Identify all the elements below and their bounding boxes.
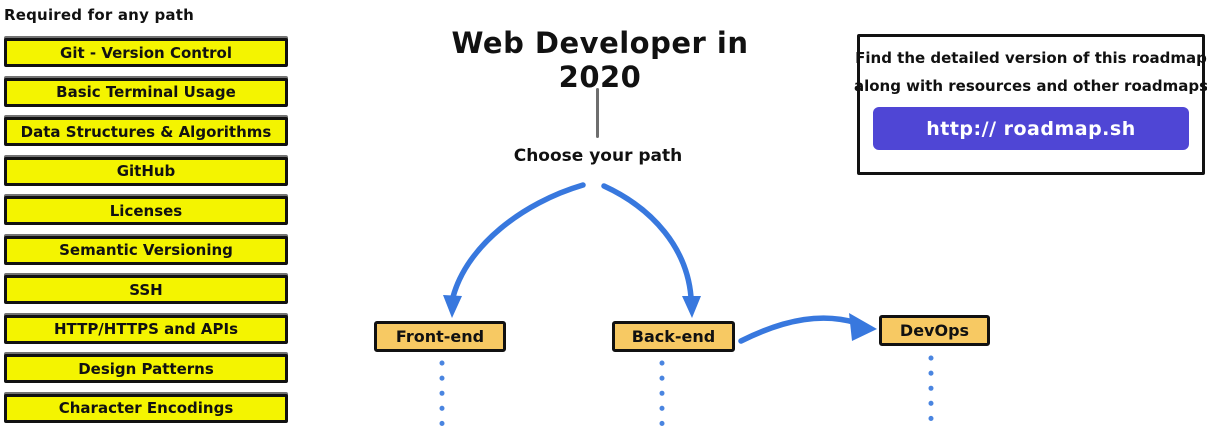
node-back-end[interactable]: Back-end <box>612 321 735 352</box>
topic-licenses[interactable]: Licenses <box>4 196 288 225</box>
topic-github[interactable]: GitHub <box>4 156 288 186</box>
required-topics-heading: Required for any path <box>4 6 194 24</box>
arrow-to-front-end <box>450 182 586 300</box>
arrow-to-back-end <box>601 183 694 300</box>
info-line-1: Find the detailed version of this roadma… <box>855 49 1207 67</box>
topic-http-https-apis[interactable]: HTTP/HTTPS and APIs <box>4 314 288 344</box>
arrowhead-devops-icon <box>849 313 877 341</box>
page-title: Web Developer in 2020 <box>451 26 749 94</box>
arrowhead-back-end-icon <box>682 296 701 318</box>
topic-semantic-versioning[interactable]: Semantic Versioning <box>4 235 288 265</box>
topic-design-patterns[interactable]: Design Patterns <box>4 354 288 383</box>
arrow-back-end-to-devops <box>738 315 860 344</box>
topic-character-encodings[interactable]: Character Encodings <box>4 393 288 423</box>
info-line-2: along with resources and other roadmaps <box>853 77 1207 95</box>
title-connector-line <box>596 88 599 138</box>
topic-data-structures-algorithms[interactable]: Data Structures & Algorithms <box>4 117 288 146</box>
required-topics-panel: Required for any path Git - Version Cont… <box>4 6 288 433</box>
topic-basic-terminal-usage[interactable]: Basic Terminal Usage <box>4 77 288 107</box>
choose-your-path-label: Choose your path <box>513 146 683 166</box>
node-front-end[interactable]: Front-end <box>374 321 506 352</box>
arrowhead-front-end-icon <box>443 295 462 318</box>
node-devops[interactable]: DevOps <box>879 315 990 346</box>
topic-ssh[interactable]: SSH <box>4 275 288 304</box>
topic-git-version-control[interactable]: Git - Version Control <box>4 38 288 67</box>
roadmap-url-button[interactable]: http:// roadmap.sh <box>873 107 1189 150</box>
roadmap-info-box: Find the detailed version of this roadma… <box>853 34 1207 175</box>
